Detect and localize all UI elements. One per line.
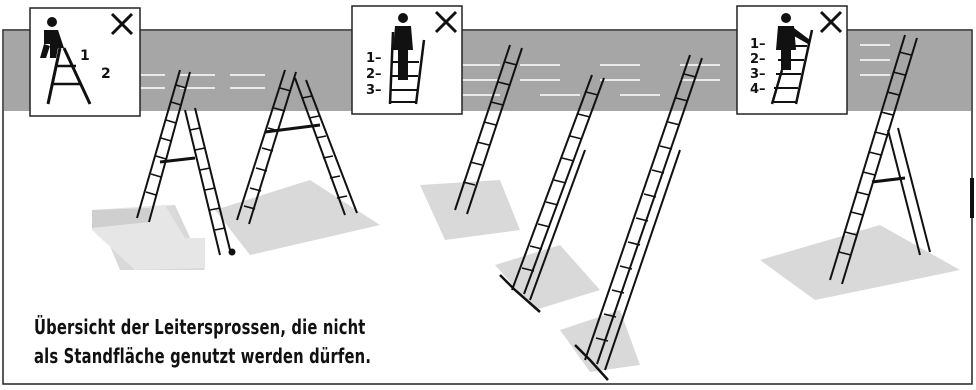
icon-2-label-3: 3– xyxy=(366,83,382,98)
icon-3-label-1: 1– xyxy=(750,37,766,52)
icon-3-label-2: 2– xyxy=(750,52,766,67)
caption: Übersicht der Leitersprossen, die nicht … xyxy=(34,313,378,371)
icon-3-label-3: 3– xyxy=(750,67,766,82)
icon-box-1: 1 2 xyxy=(30,8,140,116)
icon-box-2: 1– 2– 3– xyxy=(352,6,462,114)
icon-box-3: 1– 2– 3– 4– xyxy=(737,6,847,114)
edge-marker xyxy=(970,178,974,218)
icon-2-label-2: 2– xyxy=(366,67,382,82)
caption-line-2: als Standfläche genutzt werden dürfen. xyxy=(34,342,378,371)
caption-line-1: Übersicht der Leitersprossen, die nicht xyxy=(34,313,378,342)
icon-1-label-1: 1 xyxy=(80,48,90,64)
icon-2-label-1: 1– xyxy=(366,51,382,66)
icon-3-label-4: 4– xyxy=(750,82,766,97)
icon-1-label-2: 2 xyxy=(101,66,111,82)
